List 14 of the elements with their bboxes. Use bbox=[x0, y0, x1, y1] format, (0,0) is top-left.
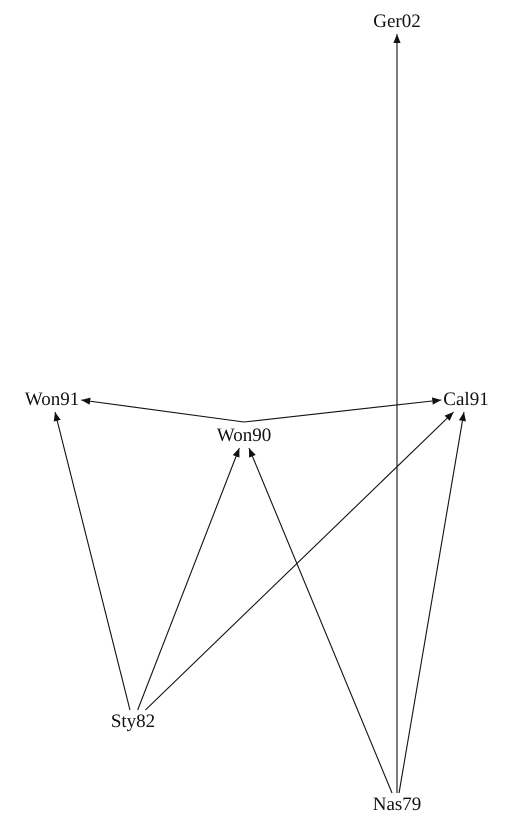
node-label: Sty82 bbox=[108, 710, 158, 734]
arrow bbox=[137, 448, 240, 710]
arrow bbox=[393, 34, 401, 793]
node-label: Cal91 bbox=[441, 388, 491, 412]
node-label: Ger02 bbox=[371, 10, 423, 34]
arrow bbox=[54, 412, 131, 710]
arrow bbox=[244, 397, 442, 423]
arrow bbox=[248, 448, 393, 794]
arrow bbox=[145, 412, 454, 710]
node-label: Won91 bbox=[22, 388, 82, 412]
node-label: Won90 bbox=[214, 424, 274, 448]
node-label: Nas79 bbox=[370, 793, 424, 817]
arrow bbox=[398, 412, 466, 794]
arrow bbox=[81, 398, 244, 423]
